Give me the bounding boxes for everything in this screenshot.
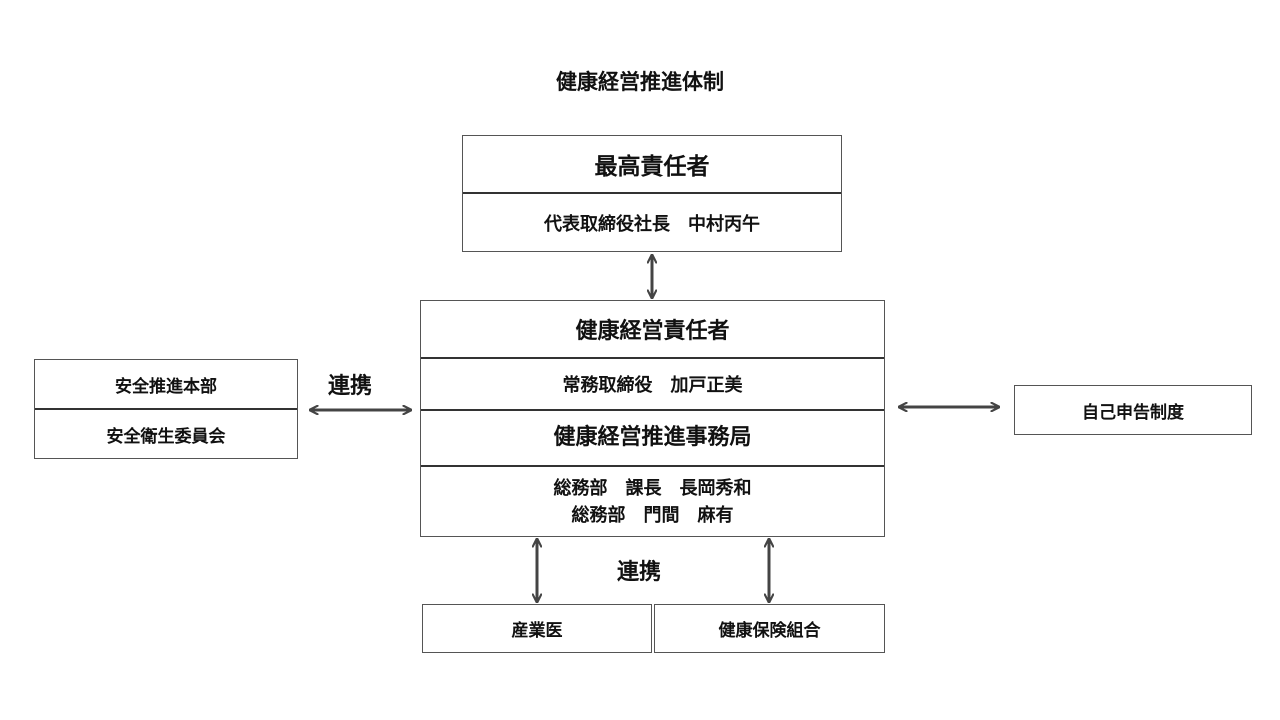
- link-label-left: 連携: [328, 374, 373, 399]
- safety-box: 安全推進本部 安全衛生委員会: [34, 359, 298, 459]
- safety-committee: 安全衛生委員会: [35, 408, 297, 458]
- self-report-box: 自己申告制度: [1014, 385, 1252, 435]
- center-box: 健康経営責任者 常務取締役 加戸正美 健康経営推進事務局 総務部 課長 長岡秀和…: [420, 300, 885, 537]
- safety-division: 安全推進本部: [115, 376, 217, 397]
- top-executive-heading: 最高責任者: [594, 154, 710, 180]
- industrial-physician-box: 産業医: [422, 604, 652, 653]
- top-executive-person: 代表取締役社長 中村丙午: [463, 192, 841, 251]
- diagram-title: 健康経営推進体制: [556, 70, 724, 94]
- secretariat-member-2: 総務部 門間 麻有: [571, 504, 734, 526]
- health-insurance-box: 健康保険組合: [654, 604, 885, 653]
- secretariat-heading: 健康経営推進事務局: [421, 409, 884, 465]
- health-manager-heading: 健康経営責任者: [575, 319, 730, 344]
- self-report-system: 自己申告制度: [1082, 402, 1184, 423]
- top-executive-box: 最高責任者 代表取締役社長 中村丙午: [462, 135, 842, 252]
- health-manager-person: 常務取締役 加戸正美: [421, 357, 884, 409]
- industrial-physician: 産業医: [511, 621, 563, 641]
- secretariat-members: 総務部 課長 長岡秀和 総務部 門間 麻有: [421, 465, 884, 536]
- secretariat-member-1: 総務部 課長 長岡秀和: [553, 477, 752, 499]
- link-label-bottom: 連携: [617, 560, 662, 585]
- health-insurance-union: 健康保険組合: [718, 621, 821, 641]
